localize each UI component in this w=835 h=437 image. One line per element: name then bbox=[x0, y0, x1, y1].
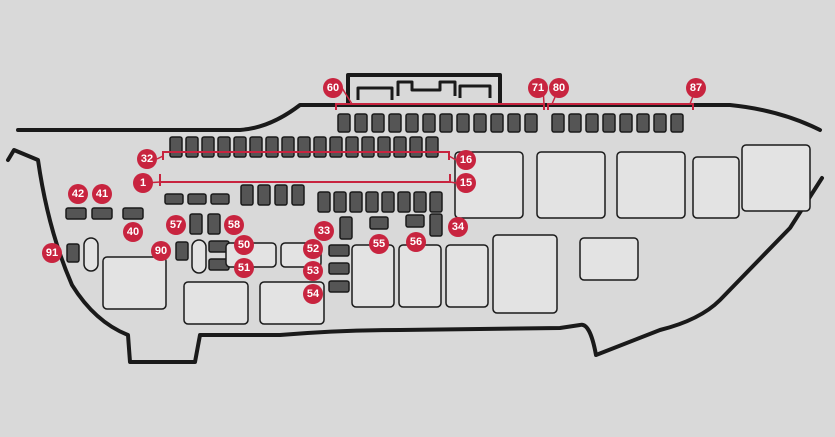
fuse-row-60-71 bbox=[337, 113, 538, 133]
badge-58-label: 58 bbox=[228, 219, 240, 231]
badge-15-label: 15 bbox=[460, 177, 472, 189]
relays bbox=[83, 144, 811, 325]
badge-42-label: 42 bbox=[72, 188, 84, 200]
badge-50: 50 bbox=[234, 235, 254, 255]
badge-34: 34 bbox=[448, 217, 468, 237]
fuse-group-1-15 bbox=[164, 184, 443, 213]
badge-54: 54 bbox=[303, 284, 323, 304]
badge-91: 91 bbox=[42, 243, 62, 263]
badge-91-label: 91 bbox=[46, 247, 58, 259]
badge-52: 52 bbox=[303, 239, 323, 259]
badge-41-label: 41 bbox=[96, 188, 108, 200]
badge-33: 33 bbox=[314, 221, 334, 241]
badge-52-label: 52 bbox=[307, 243, 319, 255]
badge-16: 16 bbox=[456, 150, 476, 170]
badge-16-label: 16 bbox=[460, 154, 472, 166]
badge-54-label: 54 bbox=[307, 288, 320, 300]
badge-42: 42 bbox=[68, 184, 88, 204]
leader-lines bbox=[144, 87, 697, 184]
badge-40-label: 40 bbox=[127, 226, 139, 238]
badge-56-label: 56 bbox=[410, 236, 422, 248]
badge-90: 90 bbox=[151, 241, 171, 261]
badge-87: 87 bbox=[686, 78, 706, 98]
badge-40: 40 bbox=[123, 222, 143, 242]
badge-33-label: 33 bbox=[318, 225, 330, 237]
badge-71-label: 71 bbox=[532, 82, 544, 94]
badge-1: 1 bbox=[133, 173, 153, 193]
badge-51: 51 bbox=[234, 258, 254, 278]
badge-57: 57 bbox=[166, 215, 186, 235]
top-connector bbox=[346, 73, 502, 105]
badge-80: 80 bbox=[549, 78, 569, 98]
badge-53: 53 bbox=[303, 261, 323, 281]
badge-1-label: 1 bbox=[140, 177, 146, 189]
badge-41: 41 bbox=[92, 184, 112, 204]
badge-34-label: 34 bbox=[452, 221, 465, 233]
badge-60-label: 60 bbox=[327, 82, 339, 94]
badge-57-label: 57 bbox=[170, 219, 182, 231]
badge-90-label: 90 bbox=[155, 245, 167, 257]
badge-56: 56 bbox=[406, 232, 426, 252]
badge-53-label: 53 bbox=[307, 265, 319, 277]
badge-80-label: 80 bbox=[553, 82, 565, 94]
individual-fuses bbox=[65, 207, 443, 293]
fuse-row-16-32 bbox=[169, 136, 439, 158]
badge-71: 71 bbox=[528, 78, 548, 98]
badge-55-label: 55 bbox=[373, 238, 385, 250]
badge-50-label: 50 bbox=[238, 239, 250, 251]
badge-32-label: 32 bbox=[141, 153, 153, 165]
fuse-row-80-87 bbox=[551, 113, 684, 133]
badge-58: 58 bbox=[224, 215, 244, 235]
badge-55: 55 bbox=[369, 234, 389, 254]
badge-32: 32 bbox=[137, 149, 157, 169]
badge-87-label: 87 bbox=[690, 82, 702, 94]
badge-51-label: 51 bbox=[238, 262, 250, 274]
badge-15: 15 bbox=[456, 173, 476, 193]
badge-60: 60 bbox=[323, 78, 343, 98]
